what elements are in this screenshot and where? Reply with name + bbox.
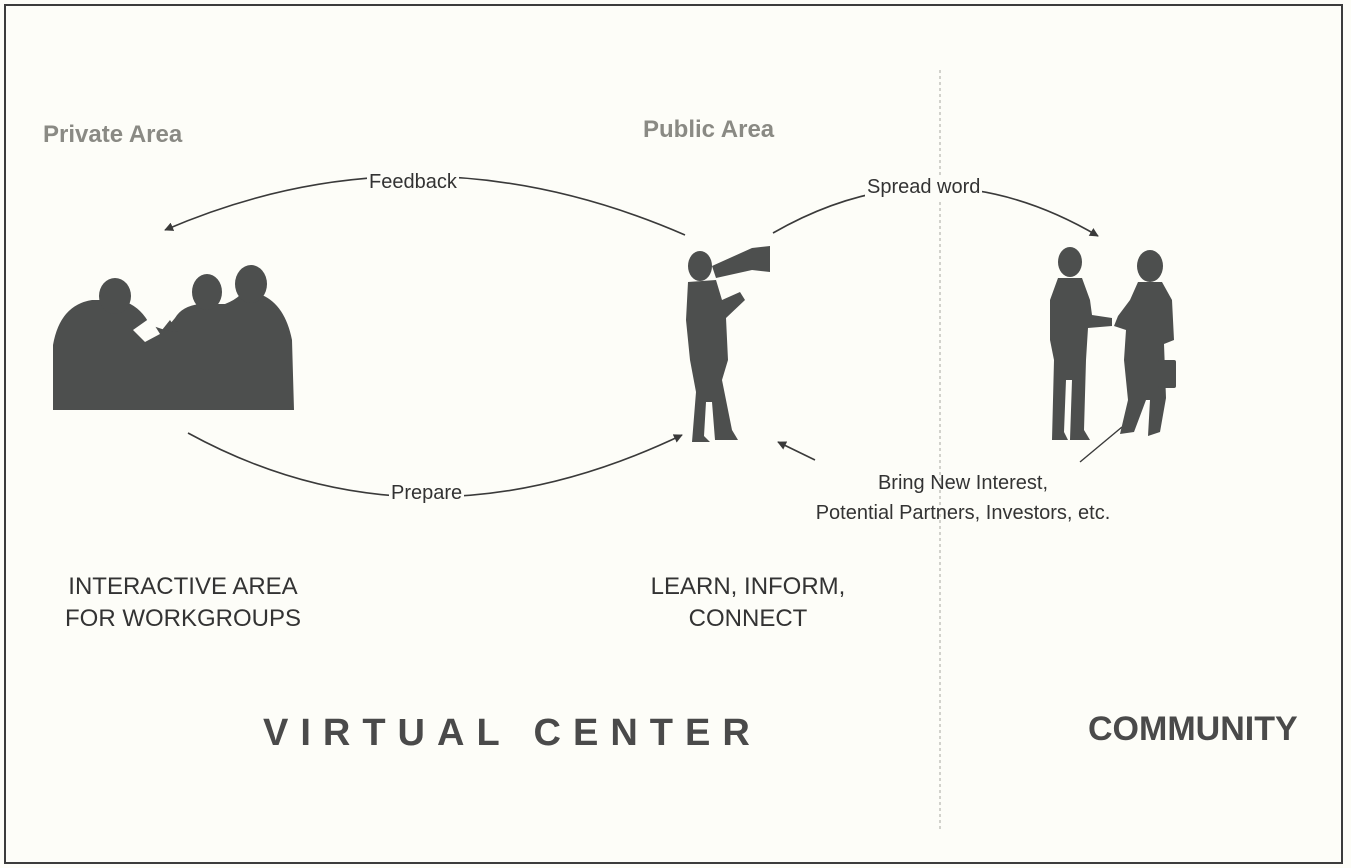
public-area-title: Public Area [643, 116, 775, 143]
prepare-label: Prepare [389, 482, 465, 505]
bring-interest-line2: Potential Partners, Investors, etc. [815, 502, 1111, 524]
public-caption-line1: LEARN, INFORM, [650, 573, 846, 600]
bring-interest-line1: Bring New Interest, [877, 472, 1049, 494]
private-area-caption: INTERACTIVE AREA FOR WORKGROUPS [28, 571, 338, 635]
public-caption-line2: CONNECT [688, 605, 808, 632]
bring-interest-arrow [777, 441, 816, 461]
spread-word-label: Spread word [865, 176, 983, 199]
community-heading: COMMUNITY [1088, 710, 1298, 748]
megaphone-person-icon [686, 246, 770, 442]
workgroup-silhouette-icon [53, 265, 294, 410]
private-caption-line2: FOR WORKGROUPS [64, 605, 301, 632]
bring-interest-label: Bring New Interest, Potential Partners, … [776, 468, 1150, 528]
bring-interest-leader [1079, 426, 1123, 463]
public-area-caption: LEARN, INFORM, CONNECT [618, 571, 878, 635]
handshake-people-icon [1050, 247, 1176, 440]
private-caption-line1: INTERACTIVE AREA [68, 573, 298, 600]
diagram-frame [4, 4, 1343, 864]
virtual-center-heading: VIRTUAL CENTER [263, 712, 762, 754]
feedback-label: Feedback [367, 171, 459, 194]
private-area-title: Private Area [43, 121, 183, 148]
